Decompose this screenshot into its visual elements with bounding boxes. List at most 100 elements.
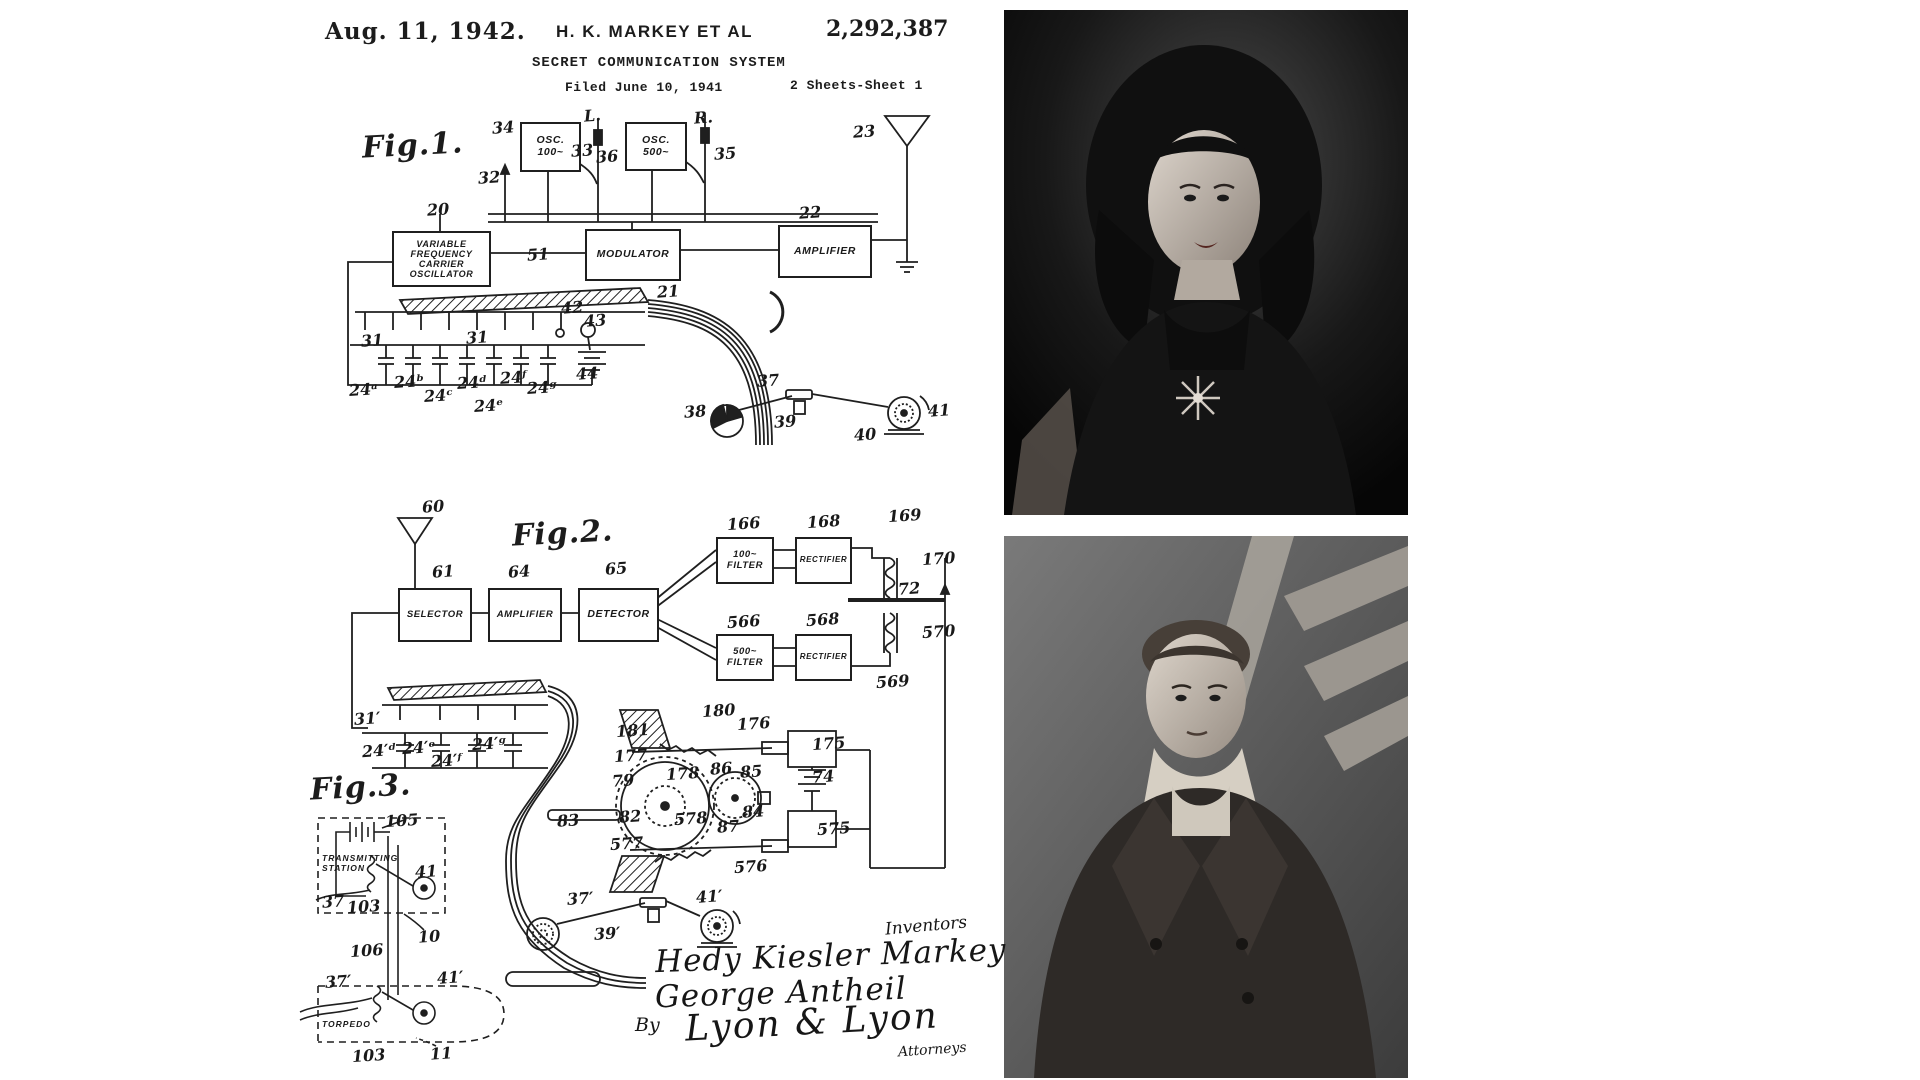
block-rectifier: RECTIFIER bbox=[795, 634, 852, 681]
fig2-ref-24′ᶠ: 24′ᶠ bbox=[430, 749, 463, 772]
fig2-ref-79: 79 bbox=[611, 770, 635, 791]
fig2-linework bbox=[351, 517, 951, 989]
man-portrait-illustration bbox=[1004, 536, 1408, 1078]
fig2-ref-577: 577 bbox=[609, 832, 645, 855]
fig1-linework bbox=[347, 115, 931, 446]
fig2-ref-60: 60 bbox=[421, 496, 445, 517]
fig2-ref-41′: 41′ bbox=[695, 886, 724, 907]
fig1-ref-23: 23 bbox=[852, 121, 876, 142]
fig2-ref-74: 74 bbox=[811, 766, 835, 787]
fig2-ref-578: 578 bbox=[673, 807, 709, 830]
fig1-ref-37: 37 bbox=[756, 370, 780, 391]
fig2-ref-85: 85 bbox=[739, 761, 763, 782]
patent-sheet-count: 2 Sheets-Sheet 1 bbox=[790, 78, 923, 93]
fig1-ref-38: 38 bbox=[683, 401, 707, 422]
fig1-ref-39: 39 bbox=[773, 411, 797, 432]
fig1-ref-42: 42 bbox=[560, 297, 584, 318]
fig2-ref-175: 175 bbox=[811, 732, 847, 755]
fig2-ref-61: 61 bbox=[431, 561, 455, 582]
patent-title: SECRET COMMUNICATION SYSTEM bbox=[532, 55, 786, 71]
fig1-ref-24ᶜ: 24ᶜ bbox=[423, 385, 454, 406]
fig2-ref-576: 576 bbox=[733, 855, 769, 878]
fig2-ref-181: 181 bbox=[615, 719, 651, 742]
block-rectifier: RECTIFIER bbox=[795, 537, 852, 584]
block-amplifier: AMPLIFIER bbox=[488, 588, 562, 642]
fig1-ref-41: 41 bbox=[927, 400, 951, 421]
fig3-caption: Fig.3. bbox=[309, 767, 413, 808]
fig1-ref-22: 22 bbox=[798, 202, 822, 223]
staircase-background bbox=[1284, 546, 1408, 771]
fig2-ref-84: 84 bbox=[741, 801, 765, 822]
fig2-ref-87: 87 bbox=[716, 816, 740, 837]
block-selector: SELECTOR bbox=[398, 588, 472, 642]
fig1-ref-24ᵃ: 24ᵃ bbox=[348, 379, 379, 400]
fig2-ref-166: 166 bbox=[726, 512, 762, 535]
photo-portrait-bottom bbox=[1004, 536, 1408, 1078]
fig2-ref-37′: 37′ bbox=[566, 888, 595, 909]
fig1-ref-31: 31 bbox=[465, 327, 489, 348]
fig2-caption: Fig.2. bbox=[511, 513, 615, 554]
fig1-ref-40: 40 bbox=[853, 424, 877, 445]
fig2-ref-64: 64 bbox=[507, 561, 531, 582]
fig1-caption: Fig.1. bbox=[361, 125, 465, 166]
fig3-ref-11: 11 bbox=[429, 1043, 453, 1064]
fig2-ref-570: 570 bbox=[921, 620, 957, 643]
fig1-ref-31: 31 bbox=[360, 330, 384, 351]
fig1-ref-35: 35 bbox=[713, 143, 737, 164]
fig2-ref-83: 83 bbox=[556, 810, 580, 831]
fig2-ref-168: 168 bbox=[806, 510, 842, 533]
fig1-ref-21: 21 bbox=[656, 281, 680, 302]
by-label: By bbox=[635, 1014, 660, 1036]
fig2-ref-170: 170 bbox=[921, 547, 957, 570]
fig3-ref-103: 103 bbox=[351, 1044, 387, 1067]
fig1-ref-43: 43 bbox=[583, 310, 607, 331]
patent-date: Aug. 11, 1942. bbox=[325, 18, 526, 45]
fig1-ref-20: 20 bbox=[426, 199, 450, 220]
block-modulator: MODULATOR bbox=[585, 229, 681, 281]
fig2-ref-566: 566 bbox=[726, 610, 762, 633]
patent-number: 2,292,387 bbox=[826, 16, 949, 42]
fig3-ref-41′: 41′ bbox=[436, 967, 465, 988]
fig2-ref-180: 180 bbox=[701, 699, 737, 722]
block-detector: DETECTOR bbox=[578, 588, 659, 642]
fig2-ref-86: 86 bbox=[709, 758, 733, 779]
block-500~-filter: 500~FILTER bbox=[716, 634, 774, 681]
fig1-ref-24ᵉ: 24ᵉ bbox=[473, 394, 505, 417]
fig2-ref-24′ᵍ: 24′ᵍ bbox=[471, 732, 508, 755]
fig2-ref-65: 65 bbox=[604, 558, 628, 579]
block-osc-100~: OSC.100~ bbox=[520, 122, 581, 172]
fig3-ref-41: 41 bbox=[414, 861, 438, 882]
fig2-ref-575: 575 bbox=[816, 817, 852, 840]
fig1-ref-24ᵈ: 24ᵈ bbox=[456, 371, 488, 394]
fig3-ref-10: 10 bbox=[417, 926, 441, 947]
fig1-ref-L.: L. bbox=[583, 105, 602, 126]
fig3-ref-37′: 37′ bbox=[324, 971, 353, 992]
patent-filed-date: Filed June 10, 1941 bbox=[565, 80, 723, 95]
fig3-linework bbox=[299, 817, 505, 1047]
block-100~-filter: 100~FILTER bbox=[716, 537, 774, 584]
fig1-ref-51: 51 bbox=[526, 244, 550, 265]
photo-portrait-top bbox=[1004, 10, 1408, 515]
fig1-ref-33: 33 bbox=[570, 140, 594, 161]
fig2-ref-24′ᵈ: 24′ᵈ bbox=[361, 739, 398, 762]
fig3-ref-106: 106 bbox=[349, 939, 385, 962]
fig1-ref-44: 44 bbox=[575, 363, 599, 384]
fig1-ref-24ᵍ: 24ᵍ bbox=[526, 376, 558, 399]
fig1-ref-36: 36 bbox=[595, 146, 619, 167]
fig2-ref-568: 568 bbox=[805, 608, 841, 631]
fig2-ref-169: 169 bbox=[887, 504, 923, 527]
fig3-ref-37: 37 bbox=[321, 891, 345, 912]
fig1-ref-24ᶠ: 24ᶠ bbox=[499, 367, 528, 388]
fig2-ref-178: 178 bbox=[665, 762, 701, 785]
fig1-ref-24ᵇ: 24ᵇ bbox=[393, 370, 425, 393]
fig1-ref-34: 34 bbox=[491, 117, 515, 138]
fig3-ref-105: 105 bbox=[384, 809, 420, 832]
fig2-ref-569: 569 bbox=[875, 670, 911, 693]
fig3-ref-103: 103 bbox=[346, 895, 382, 918]
fig2-ref-177: 177 bbox=[613, 744, 649, 767]
fig2-ref-72: 72 bbox=[897, 578, 921, 599]
